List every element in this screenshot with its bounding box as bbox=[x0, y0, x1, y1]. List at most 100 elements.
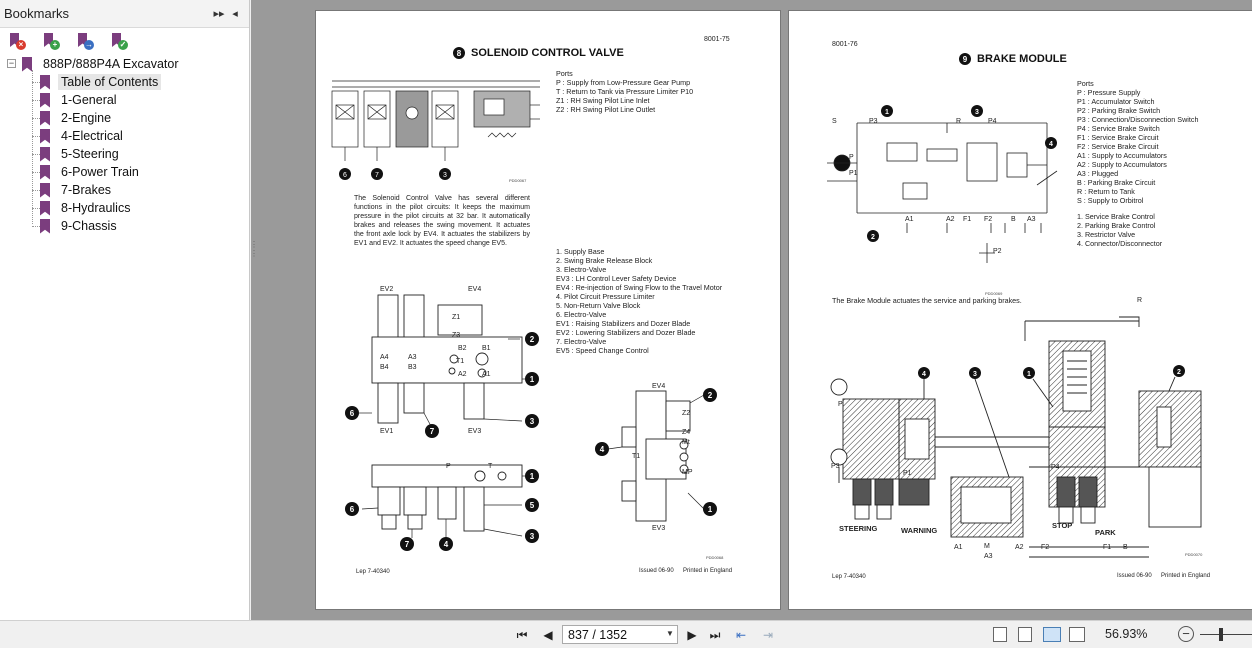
port-item: F1 : Service Brake Circuit bbox=[1077, 133, 1159, 142]
bookmark-item-table-of-contents[interactable]: Table of Contents bbox=[40, 73, 162, 91]
label-warning: WARNING bbox=[901, 526, 938, 535]
label-a2: A2 bbox=[946, 216, 955, 223]
port-item: B : Parking Brake Circuit bbox=[1077, 178, 1156, 187]
label-ev4: EV4 bbox=[468, 286, 482, 293]
zoom-slider-thumb[interactable] bbox=[1219, 628, 1223, 641]
single-page-view-icon[interactable] bbox=[993, 627, 1007, 642]
section-title-text: SOLENOID CONTROL VALVE bbox=[471, 47, 624, 59]
page-dropdown-chevron-icon[interactable]: ▼ bbox=[666, 629, 674, 638]
continuous-facing-view-icon[interactable] bbox=[1069, 627, 1085, 642]
expand-bookmark-icon[interactable]: ✓ bbox=[110, 32, 128, 50]
label-r-top: R bbox=[1137, 297, 1143, 304]
bookmark-icon bbox=[40, 164, 50, 180]
bookmark-root[interactable]: 888P/888P4A Excavator bbox=[22, 55, 182, 73]
svg-text:3: 3 bbox=[975, 109, 979, 116]
legend-item: EV5 : Speed Change Control bbox=[556, 346, 649, 355]
port-item: P2 : Parking Brake Switch bbox=[1077, 106, 1161, 115]
legend-item: 2. Parking Brake Control bbox=[1077, 221, 1156, 230]
label-t: T bbox=[488, 463, 493, 470]
page-number-input[interactable] bbox=[562, 625, 678, 644]
label-f1-section: F1 bbox=[1103, 544, 1112, 551]
bookmark-item-power-train[interactable]: 6-Power Train bbox=[40, 163, 142, 181]
legend-item: 2. Swing Brake Release Block bbox=[556, 256, 653, 265]
bookmark-icon bbox=[22, 56, 32, 72]
svg-text:1: 1 bbox=[530, 375, 535, 384]
label-z2: Z2 bbox=[682, 410, 691, 417]
label-a2: A2 bbox=[458, 371, 467, 378]
new-bookmark-icon[interactable]: + bbox=[42, 32, 60, 50]
label-p3-section: P3 bbox=[831, 463, 840, 470]
page-8001-76: 8001-76 9 BRAKE MODULE bbox=[788, 10, 1252, 610]
label-p4-section: P4 bbox=[1051, 464, 1060, 471]
bookmark-icon bbox=[40, 218, 50, 234]
first-page-button[interactable]: ⏮ bbox=[516, 627, 528, 642]
label-m: M bbox=[984, 543, 990, 550]
go-to-bookmark-icon[interactable]: → bbox=[76, 32, 94, 50]
next-view-icon[interactable]: ⇥ bbox=[762, 628, 774, 642]
label-p: P bbox=[849, 154, 854, 161]
bookmark-item-steering[interactable]: 5-Steering bbox=[40, 145, 122, 163]
svg-text:2: 2 bbox=[871, 234, 875, 241]
facing-pages-view-icon[interactable] bbox=[1043, 627, 1061, 642]
svg-text:3: 3 bbox=[530, 417, 535, 426]
continuous-view-icon[interactable] bbox=[1018, 627, 1032, 642]
description-paragraph: The Brake Module actuates the service an… bbox=[832, 296, 1022, 305]
footer-lep: Lep 7-40340 bbox=[356, 569, 390, 575]
port-item: A3 : Plugged bbox=[1077, 169, 1119, 178]
svg-text:6: 6 bbox=[343, 172, 347, 179]
label-mp: MP bbox=[682, 469, 693, 476]
svg-text:2: 2 bbox=[1177, 369, 1181, 376]
svg-text:7: 7 bbox=[405, 540, 410, 549]
footer-issued: Issued 06-90 bbox=[639, 568, 674, 574]
port-item: Z1 : RH Swing Pilot Line Inlet bbox=[556, 96, 650, 105]
svg-text:4: 4 bbox=[600, 445, 605, 454]
last-page-button[interactable]: ⏭ bbox=[709, 627, 721, 642]
label-r: R bbox=[956, 118, 962, 125]
bookmark-item-brakes[interactable]: 7-Brakes bbox=[40, 181, 114, 199]
label-s: S bbox=[832, 118, 837, 125]
zoom-slider-track[interactable] bbox=[1200, 634, 1252, 635]
bookmark-item-chassis[interactable]: 9-Chassis bbox=[40, 217, 120, 235]
next-page-button[interactable]: ▶ bbox=[687, 628, 697, 642]
label-b-section: B bbox=[1123, 544, 1128, 551]
panel-splitter-grip[interactable]: ⋮⋮ bbox=[250, 240, 258, 258]
label-a1-section: A1 bbox=[954, 544, 963, 551]
legend-item: 3. Electro-Valve bbox=[556, 265, 607, 274]
label-park: PARK bbox=[1095, 528, 1116, 537]
bookmarks-title: Bookmarks bbox=[4, 6, 70, 21]
svg-text:3: 3 bbox=[530, 532, 535, 541]
bookmark-item-engine[interactable]: 2-Engine bbox=[40, 109, 114, 127]
bookmark-item-general[interactable]: 1-General bbox=[40, 91, 120, 109]
expand-panel-icon[interactable]: ▸▸ bbox=[213, 8, 225, 20]
component-legend: 1. Service Brake Control 2. Parking Brak… bbox=[1077, 212, 1162, 248]
label-p1-section: P1 bbox=[903, 470, 912, 477]
svg-text:2: 2 bbox=[708, 391, 713, 400]
svg-text:4: 4 bbox=[444, 540, 449, 549]
label-a2-section: A2 bbox=[1015, 544, 1024, 551]
bookmark-item-electrical[interactable]: 4-Electrical bbox=[40, 127, 126, 145]
previous-page-button[interactable]: ◀ bbox=[543, 628, 553, 642]
delete-bookmark-icon[interactable]: × bbox=[8, 32, 26, 50]
page-number: 8001-76 bbox=[832, 41, 858, 48]
document-view[interactable]: 8001-75 8 SOLENOID CONTROL VALVE bbox=[251, 0, 1252, 620]
label-a3-section: A3 bbox=[984, 553, 993, 560]
ports-heading: Ports bbox=[556, 69, 573, 78]
port-item: P1 : Accumulator Switch bbox=[1077, 97, 1155, 106]
tree-collapse-toggle[interactable]: − bbox=[7, 58, 16, 68]
bookmark-icon bbox=[40, 128, 50, 144]
zoom-out-button[interactable]: − bbox=[1178, 626, 1194, 642]
bookmark-item-hydraulics[interactable]: 8-Hydraulics bbox=[40, 199, 133, 217]
collapse-panel-icon[interactable]: ◂ bbox=[232, 8, 238, 20]
legend-item: 6. Electro-Valve bbox=[556, 310, 607, 319]
label-b2: B2 bbox=[458, 345, 467, 352]
svg-text:4: 4 bbox=[922, 371, 926, 378]
label-ev3-side: EV3 bbox=[652, 525, 666, 532]
label-ev4-side: EV4 bbox=[652, 383, 666, 390]
bookmark-icon bbox=[40, 182, 50, 198]
svg-text:1: 1 bbox=[885, 109, 889, 116]
previous-view-icon[interactable]: ⇤ bbox=[735, 628, 747, 642]
bookmark-tree: − 888P/888P4A Excavator Table of Content… bbox=[0, 54, 249, 234]
